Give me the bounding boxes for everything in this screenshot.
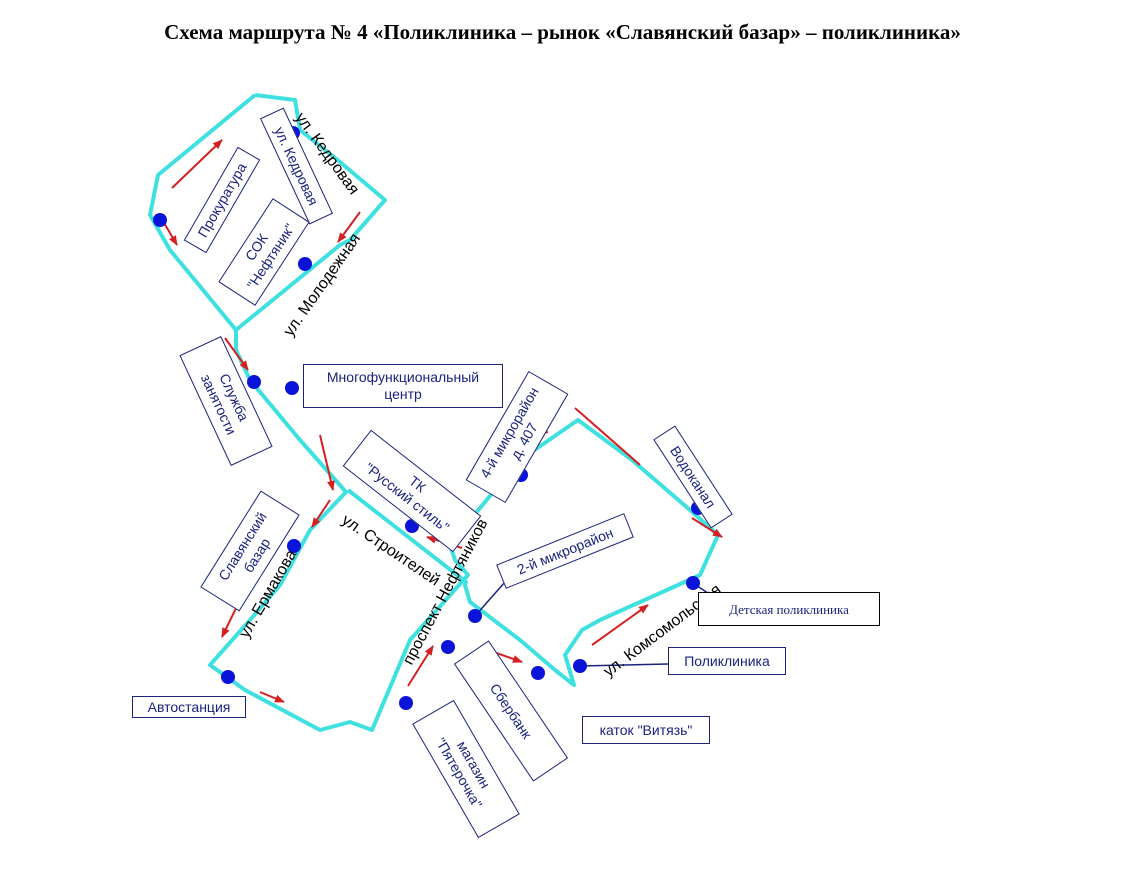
stop-dot <box>221 670 235 684</box>
label-mfc: Многофункциональный центр <box>303 364 503 408</box>
stop-dot <box>298 257 312 271</box>
route-line <box>148 93 720 732</box>
label-text: центр <box>384 386 422 402</box>
label-text: Поликлиника <box>684 652 770 669</box>
stop-dot <box>441 640 455 654</box>
arrow <box>591 604 649 646</box>
stop-dot <box>573 659 587 673</box>
label-detskaya-poliklinika: Детская поликлиника <box>698 592 880 626</box>
arrow <box>407 645 434 687</box>
stop-dot <box>247 375 261 389</box>
stop-dot <box>153 213 167 227</box>
arrow <box>224 337 249 371</box>
label-text: Детская поликлиника <box>729 601 849 617</box>
arrow <box>259 691 285 703</box>
label-poliklinika: Поликлиника <box>668 647 786 675</box>
stop-dot <box>686 576 700 590</box>
stop-dot <box>468 609 482 623</box>
label-avtostanciya: Автостанция <box>132 696 246 718</box>
stop-dot <box>399 696 413 710</box>
arrow <box>311 499 331 528</box>
stop-dot <box>285 381 299 395</box>
arrow <box>171 139 223 189</box>
label-text: каток "Витязь" <box>599 721 693 738</box>
stop-dot <box>531 666 545 680</box>
arrow <box>319 434 335 491</box>
label-text: Многофункциональный <box>326 369 480 385</box>
map-title: Схема маршрута № 4 «Поликлиника – рынок … <box>164 20 961 44</box>
stop-dot <box>287 539 301 553</box>
arrow <box>574 407 641 466</box>
label-text: Автостанция <box>147 698 231 715</box>
arrow <box>691 517 723 538</box>
arrow <box>337 211 361 243</box>
label-katok-vityaz: каток "Витязь" <box>582 716 710 744</box>
